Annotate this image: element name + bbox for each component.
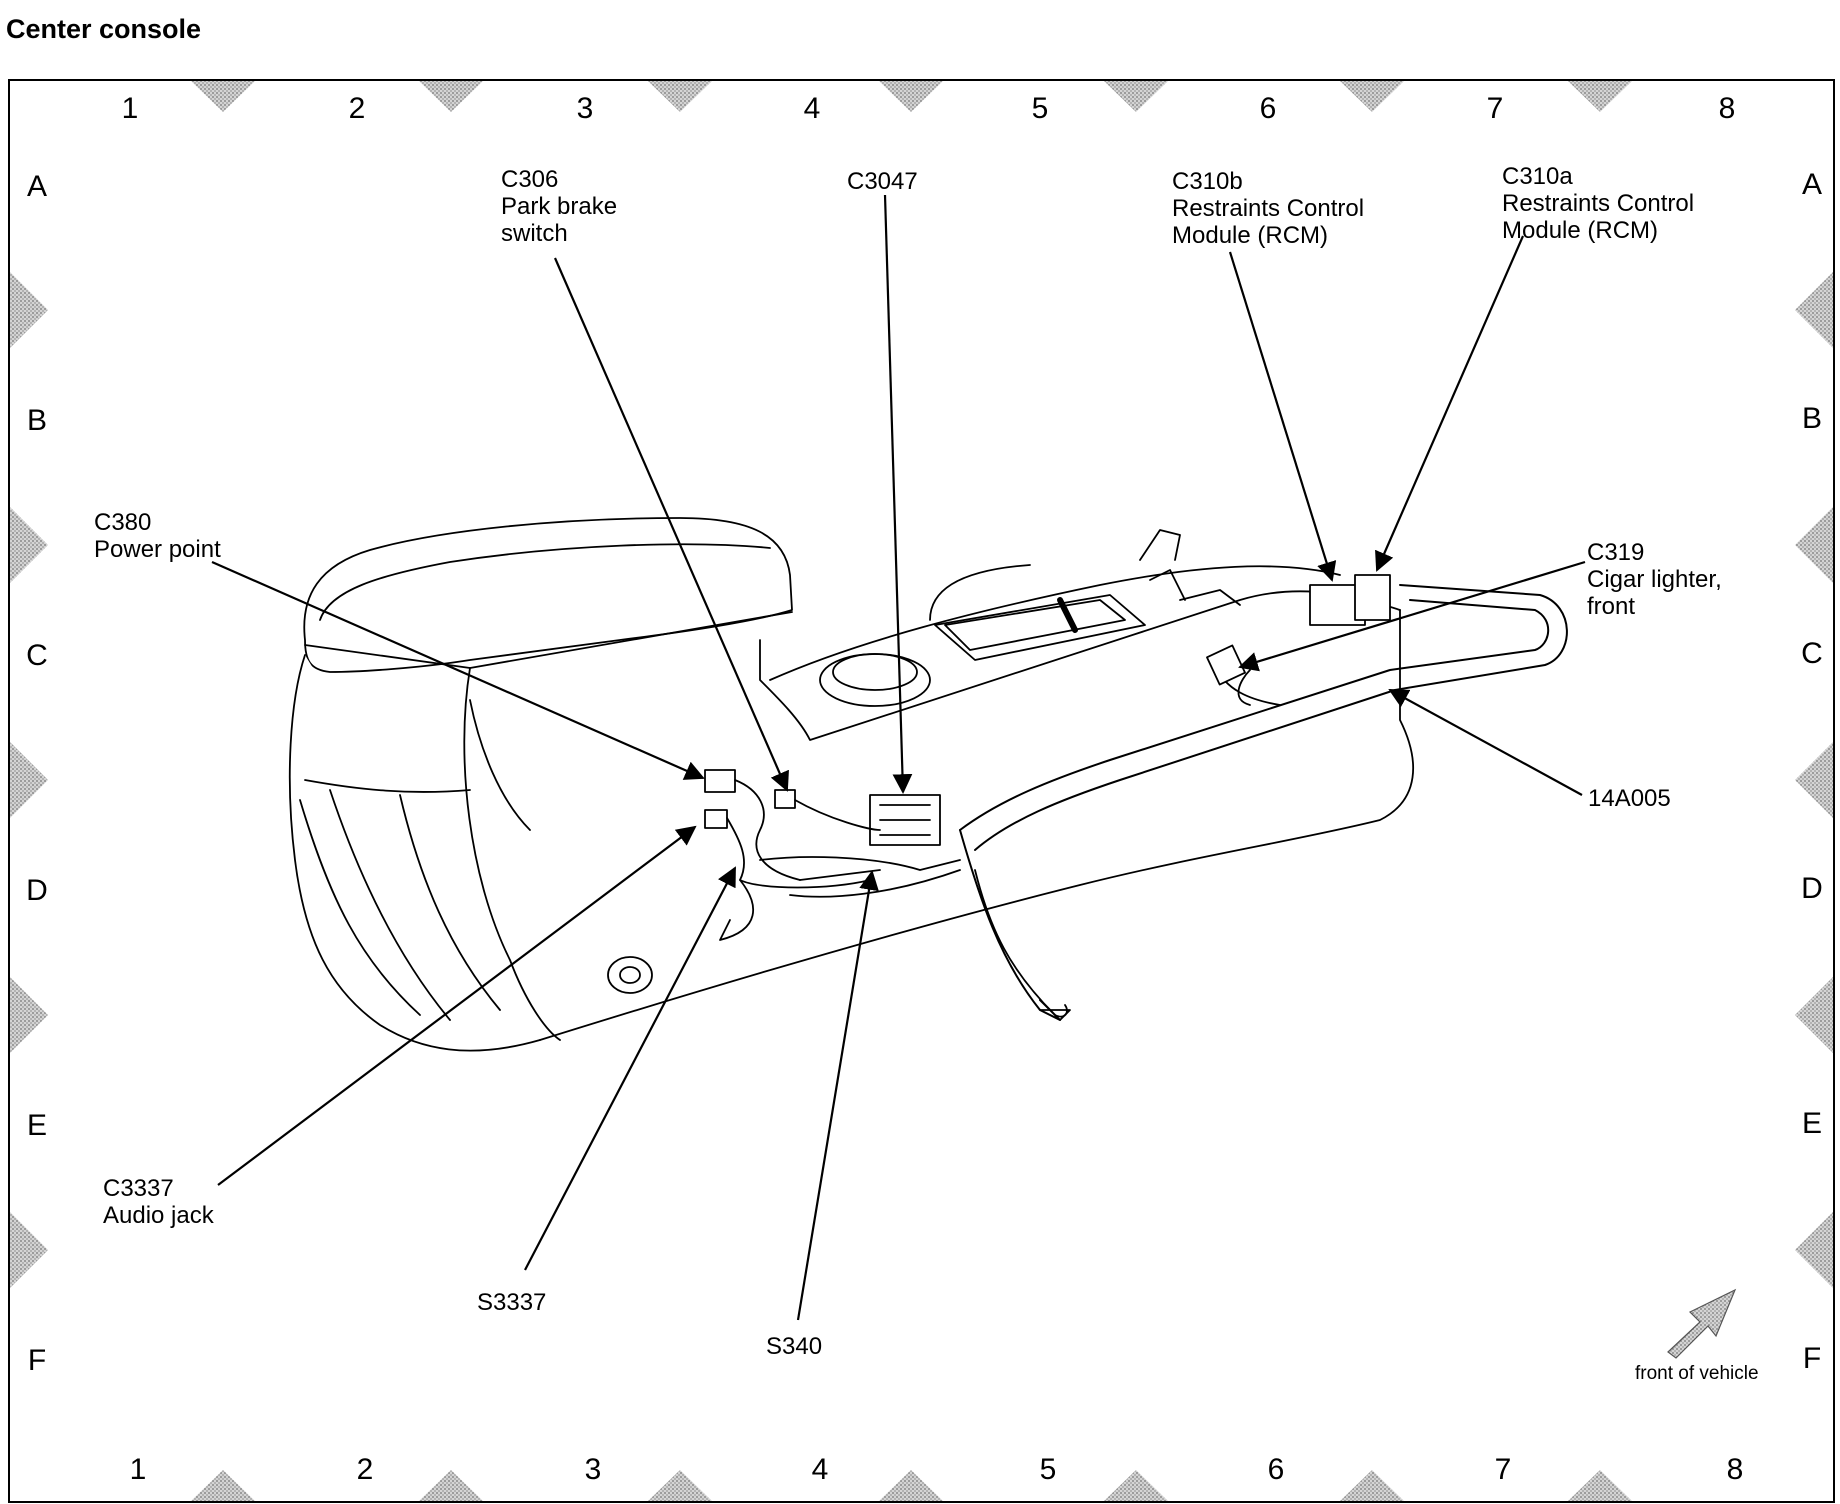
column-label-bottom-6: 6 [1268, 1453, 1285, 1486]
column-label-top-4: 4 [804, 92, 821, 125]
zone-marker-bottom-4 [879, 1470, 943, 1501]
column-label-bottom-1: 1 [130, 1453, 147, 1486]
zone-marker-top-6 [1340, 81, 1404, 112]
row-label-right-B: B [1802, 402, 1822, 435]
row-label-left-A: A [27, 170, 47, 203]
row-label-left-D: D [26, 874, 48, 907]
zone-marker-top-7 [1568, 81, 1632, 112]
zone-marker-right-3 [1795, 742, 1833, 818]
column-label-top-5: 5 [1032, 92, 1049, 125]
row-label-left-E: E [27, 1109, 47, 1142]
label-s340: S340 [766, 1333, 822, 1360]
zone-marker-top-5 [1104, 81, 1168, 112]
column-label-bottom-2: 2 [357, 1453, 374, 1486]
diagram-frame [8, 79, 1835, 1503]
zone-marker-left-3 [10, 742, 48, 818]
center-console-illustration [288, 517, 1568, 1052]
zone-marker-right-2 [1795, 507, 1833, 583]
zone-marker-top-2 [419, 81, 483, 112]
column-label-top-2: 2 [349, 92, 366, 125]
row-label-right-A: A [1802, 168, 1822, 201]
label-c306: C306 Park brake switch [501, 166, 624, 247]
column-label-bottom-4: 4 [812, 1453, 829, 1486]
column-label-top-8: 8 [1719, 92, 1736, 125]
column-label-top-3: 3 [577, 92, 594, 125]
column-label-bottom-8: 8 [1727, 1453, 1744, 1486]
column-label-top-7: 7 [1487, 92, 1504, 125]
column-label-bottom-7: 7 [1495, 1453, 1512, 1486]
leader-lines [211, 194, 1586, 1321]
column-label-bottom-5: 5 [1040, 1453, 1057, 1486]
row-label-right-C: C [1801, 637, 1823, 670]
label-s3337: S3337 [477, 1289, 546, 1316]
zone-marker-left-5 [10, 1212, 48, 1288]
zone-marker-top-1 [191, 81, 255, 112]
zone-marker-bottom-3 [648, 1470, 712, 1501]
zone-marker-left-4 [10, 977, 48, 1053]
zone-marker-top-4 [879, 81, 943, 112]
zone-marker-left-1 [10, 272, 48, 348]
zone-marker-top-3 [648, 81, 712, 112]
row-label-right-E: E [1802, 1107, 1822, 1140]
page-title: Center console [6, 14, 202, 44]
zone-marker-right-1 [1795, 272, 1833, 348]
zone-marker-bottom-5 [1104, 1470, 1168, 1501]
column-label-top-1: 1 [122, 92, 139, 125]
row-label-right-D: D [1801, 872, 1823, 905]
zone-markers [10, 81, 1833, 1501]
row-label-right-F: F [1803, 1342, 1821, 1375]
zone-marker-left-2 [10, 507, 48, 583]
label-c310a: C310a Restraints Control Module (RCM) [1502, 163, 1701, 244]
zone-marker-bottom-7 [1568, 1470, 1632, 1501]
row-label-left-B: B [27, 404, 47, 437]
column-label-bottom-3: 3 [585, 1453, 602, 1486]
label-c310b: C310b Restraints Control Module (RCM) [1172, 168, 1371, 249]
zone-marker-bottom-1 [191, 1470, 255, 1501]
zone-marker-right-5 [1795, 1212, 1833, 1288]
label-14a005: 14A005 [1588, 785, 1671, 812]
zone-marker-bottom-2 [419, 1470, 483, 1501]
row-label-left-C: C [26, 639, 48, 672]
label-c3047: C3047 [847, 168, 918, 195]
front-arrow-icon [1667, 1288, 1737, 1359]
column-label-top-6: 6 [1260, 92, 1277, 125]
zone-marker-right-4 [1795, 977, 1833, 1053]
label-c3337: C3337 Audio jack [103, 1175, 215, 1229]
zone-marker-bottom-6 [1340, 1470, 1404, 1501]
label-c319: C319 Cigar lighter, front [1587, 539, 1728, 620]
front-of-vehicle-label: front of vehicle [1635, 1363, 1759, 1384]
label-c380: C380 Power point [94, 509, 221, 563]
row-label-left-F: F [28, 1344, 46, 1377]
